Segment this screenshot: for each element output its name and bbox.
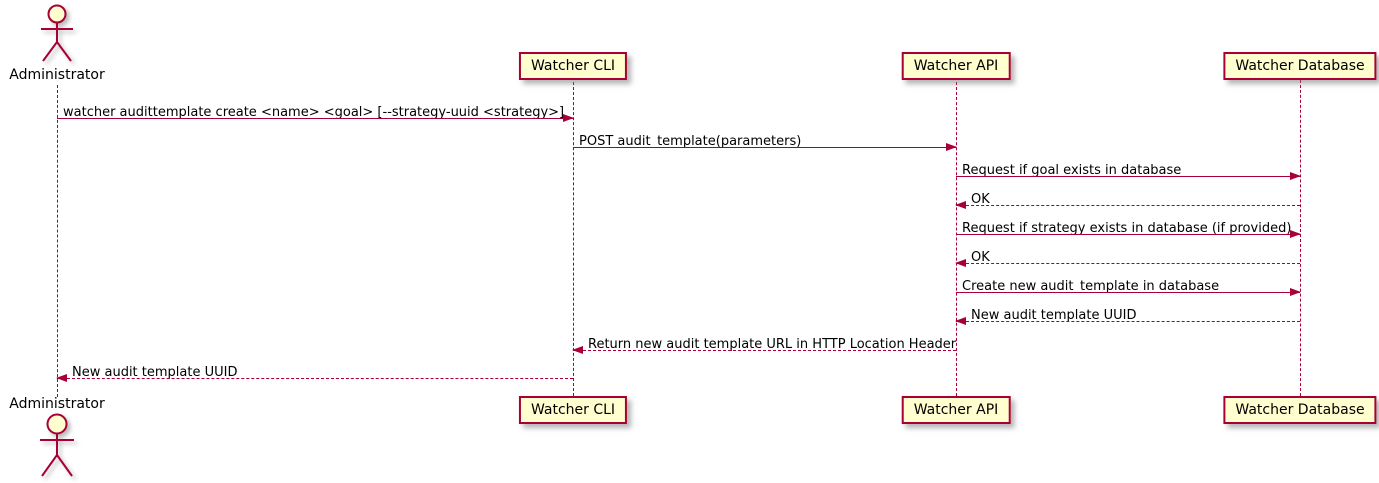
actor-administrator-bottom — [34, 413, 80, 483]
actor-administrator-top — [34, 4, 80, 68]
message-label: New audit template UUID — [72, 365, 238, 380]
message-line — [956, 292, 1300, 293]
message-8: New audit template UUID — [955, 304, 1300, 326]
actor-icon — [41, 4, 73, 62]
message-4: OK — [955, 188, 1300, 210]
arrowhead-left-icon — [955, 201, 966, 209]
message-line — [573, 350, 956, 351]
arrowhead-right-icon — [1290, 230, 1301, 238]
message-label: Request if strategy exists in database (… — [962, 221, 1292, 236]
arrowhead-left-icon — [955, 259, 966, 267]
lifeline-watcher-database — [1300, 80, 1301, 396]
message-line — [57, 378, 573, 379]
message-9: Return new audit template URL in HTTP Lo… — [572, 333, 957, 355]
message-5: Request if strategy exists in database (… — [956, 217, 1301, 239]
message-3: Request if goal exists in database — [956, 159, 1301, 181]
actor-icon — [40, 413, 74, 477]
message-line — [956, 205, 1300, 206]
message-line — [956, 234, 1300, 235]
message-6: OK — [955, 246, 1300, 268]
message-label: POST audit_template(parameters) — [579, 134, 802, 149]
arrowhead-left-icon — [955, 317, 966, 325]
message-label: watcher audittemplate create <name> <goa… — [63, 105, 565, 120]
participant-watcher-cli-bottom: Watcher CLI — [518, 396, 628, 424]
arrowhead-left-icon — [56, 374, 67, 382]
message-label: OK — [971, 250, 990, 265]
arrowhead-right-icon — [563, 114, 574, 122]
arrowhead-left-icon — [572, 346, 583, 354]
message-line — [57, 118, 573, 119]
message-label: New audit template UUID — [971, 308, 1137, 323]
message-line — [573, 147, 956, 148]
message-line — [956, 263, 1300, 264]
lifeline-watcher-api — [956, 82, 957, 396]
message-label: OK — [971, 192, 990, 207]
message-label: Return new audit template URL in HTTP Lo… — [588, 337, 957, 352]
participant-watcher-api-top: Watcher API — [901, 52, 1011, 80]
arrowhead-right-icon — [946, 143, 957, 151]
message-2: POST audit_template(parameters) — [573, 130, 957, 152]
message-10: New audit template UUID — [56, 361, 573, 383]
message-label: Create new audit_template in database — [962, 279, 1220, 294]
actor-label-top: Administrator — [9, 67, 105, 83]
lifeline-watcher-cli — [573, 82, 574, 396]
message-line — [956, 176, 1300, 177]
message-label: Request if goal exists in database — [962, 163, 1182, 178]
message-line — [956, 321, 1300, 322]
message-7: Create new audit_template in database — [956, 275, 1301, 297]
arrowhead-right-icon — [1290, 172, 1301, 180]
actor-label-bottom: Administrator — [9, 396, 105, 412]
lifeline-administrator — [57, 85, 58, 397]
participant-watcher-database-bottom: Watcher Database — [1223, 396, 1377, 424]
message-1: watcher audittemplate create <name> <goa… — [57, 101, 574, 123]
participant-watcher-database-top: Watcher Database — [1223, 52, 1377, 80]
participant-watcher-api-bottom: Watcher API — [901, 396, 1011, 424]
arrowhead-right-icon — [1290, 288, 1301, 296]
participant-watcher-cli-top: Watcher CLI — [518, 52, 628, 80]
